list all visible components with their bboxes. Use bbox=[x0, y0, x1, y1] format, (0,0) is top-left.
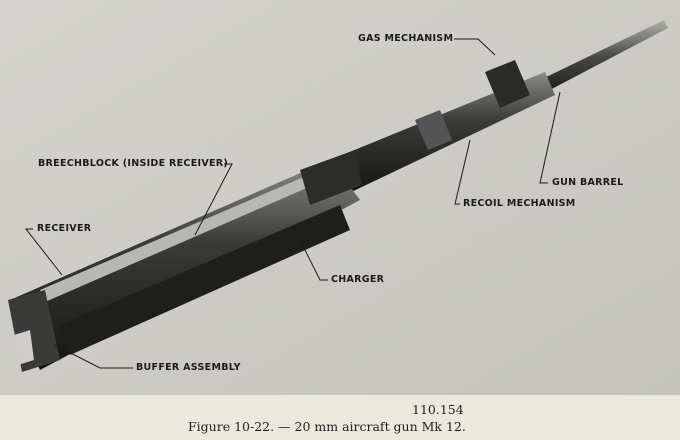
gun-illustration bbox=[8, 20, 668, 372]
label-charger: CHARGER bbox=[331, 274, 385, 285]
label-receiver: RECEIVER bbox=[37, 223, 92, 234]
label-recoil-mechanism: RECOIL MECHANISM bbox=[463, 198, 576, 209]
label-gas-mechanism: GAS MECHANISM bbox=[358, 33, 454, 44]
figure-number: 110.154 bbox=[412, 402, 464, 417]
label-buffer-assembly: BUFFER ASSEMBLY bbox=[136, 362, 241, 373]
label-breechblock: BREECHBLOCK (INSIDE RECEIVER) bbox=[38, 158, 229, 169]
gun-photograph bbox=[0, 0, 680, 395]
label-gun-barrel: GUN BARREL bbox=[552, 177, 624, 188]
figure-caption: Figure 10-22. — 20 mm aircraft gun Mk 12… bbox=[188, 419, 466, 434]
leader-lines bbox=[24, 38, 561, 369]
